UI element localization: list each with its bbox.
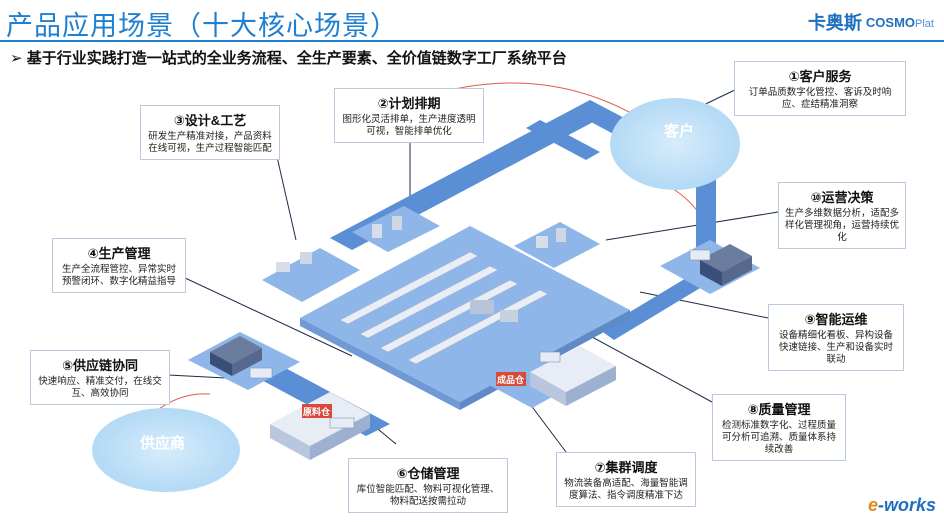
- callout-production: ④生产管理 生产全流程管控、异常实时预警闭环、数字化精益指导: [52, 238, 186, 293]
- callout-maintenance: ⑨智能运维 设备精细化看板、异构设备快速链接、生产和设备实时联动: [768, 304, 904, 371]
- customer-cloud: [610, 98, 740, 190]
- callout-quality: ⑧质量管理 检测标准数字化、过程质量可分析可追溯、质量体系持续改善: [712, 394, 846, 461]
- page-title: 产品应用场景（十大核心场景）: [6, 11, 398, 41]
- trucks: [249, 249, 711, 429]
- main-floor-edge: [300, 318, 460, 410]
- callout-supply-chain: ⑤供应链协同 快速响应、精准交付，在线交互、高效协同: [30, 350, 170, 405]
- track-upper-ramp: [526, 120, 600, 160]
- design-platform: [262, 248, 360, 302]
- raw-warehouse: [270, 392, 370, 460]
- callout-design: ③设计&工艺 研发生产精准对接，产品资料在线可视，生产过程智能匹配: [140, 105, 280, 160]
- finished-warehouse-label: 成品仓: [497, 375, 525, 385]
- subtitle: ➢ 基于行业实践打造一站式的全业务流程、全生产要素、全价值链数字工厂系统平台: [10, 50, 567, 67]
- connector-quality: [569, 324, 713, 403]
- customer-cloud-label: 客户: [664, 123, 695, 140]
- finished-warehouse: [496, 346, 616, 406]
- connector-production: [167, 269, 353, 357]
- brand-name-en: COSMOPlat: [865, 14, 934, 30]
- brand-name-cn: 卡奥斯: [807, 13, 862, 33]
- callout-cluster-scheduling: ⑦集群调度 物流装备高适配、海量智能调度算法、指令调度精准下达: [556, 452, 696, 507]
- main-floor: [300, 226, 630, 402]
- connector-design: [274, 147, 297, 241]
- raw-warehouse-label: 原料仓: [303, 407, 331, 417]
- operations-platform: [514, 222, 600, 268]
- connector-operations: [605, 211, 779, 241]
- footer-logo: e-works: [867, 495, 936, 515]
- connector-supply-chain: [167, 374, 227, 379]
- callout-warehouse: ⑥仓储管理 库位智能匹配、物料可视化管理、物料配送按需拉动: [348, 458, 508, 513]
- production-lines: [339, 251, 549, 365]
- supplier-cloud: [92, 408, 240, 492]
- title-divider: [0, 40, 944, 42]
- brand-logo: 卡奥斯 COSMOPlat: [808, 9, 934, 35]
- equipment: [276, 216, 566, 322]
- callout-customer-service: ①客户服务 订单品质数字化管控、客诉及时响应、症结精准洞察: [734, 61, 906, 116]
- supplier-cloud-label: 供应商: [140, 435, 186, 452]
- callout-operations: ⑩运营决策 生产多维数据分析，适配多样化管理视角，运营持续优化: [778, 182, 906, 249]
- callout-planning: ②计划排期 图形化灵活排单，生产进度透明可视，智能排单优化: [334, 88, 484, 143]
- maintenance-buildings: [700, 244, 752, 286]
- supply-buildings: [210, 336, 262, 376]
